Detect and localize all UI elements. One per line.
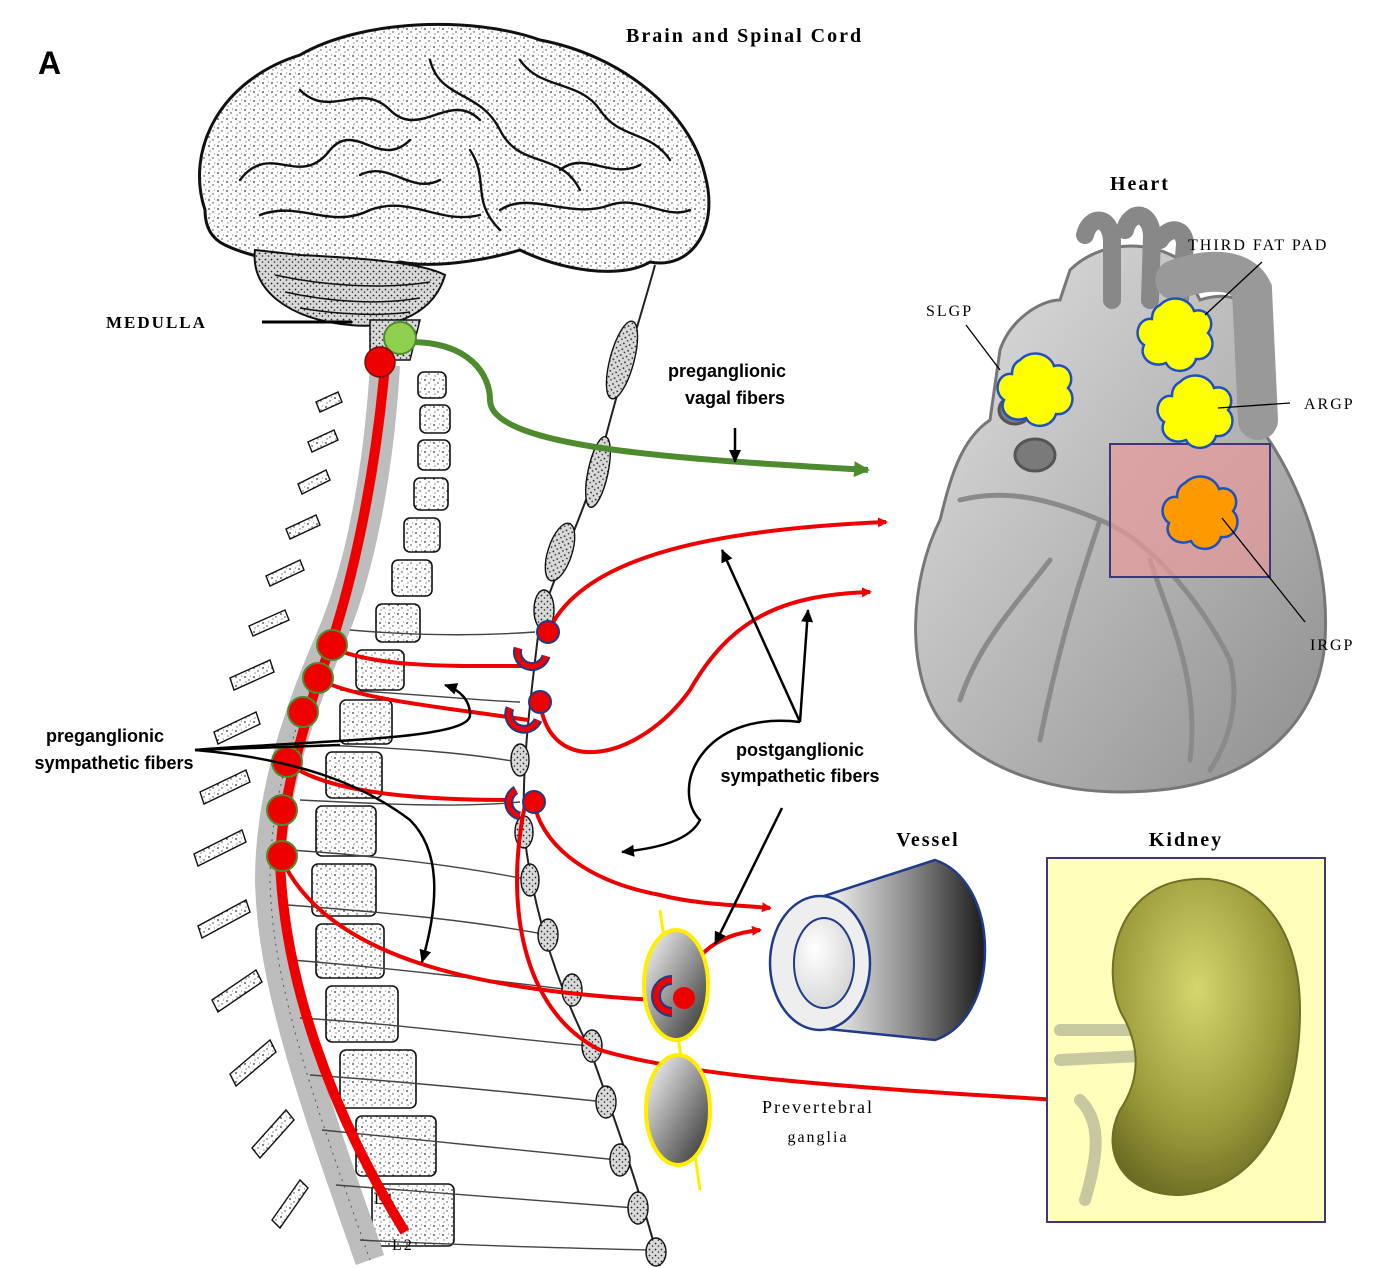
prevertebral-line1: Prevertebral xyxy=(762,1097,874,1117)
postganglionic-sympathetic-label: postganglionic sympathetic fibers xyxy=(720,740,879,786)
post-fiber-heart-2 xyxy=(540,592,870,752)
diagram-title: Brain and Spinal Cord xyxy=(626,25,863,47)
vessel-illustration xyxy=(770,860,985,1040)
post-fiber-heart-1 xyxy=(548,522,886,632)
irgp-label: IRGP xyxy=(1310,637,1354,654)
prevertebral-line2: ganglia xyxy=(787,1129,848,1146)
vertebra-label-l2: L2 xyxy=(392,1237,414,1254)
panel-label: A xyxy=(38,45,61,81)
preganglionic-sympathetic-line1: preganglionic xyxy=(46,726,164,746)
sympathetic-chain xyxy=(511,265,666,1266)
argp-label: ARGP xyxy=(1304,396,1355,413)
postganglionic-sympathetic-line1: postganglionic xyxy=(736,740,864,760)
preganglionic-vagal-line2: vagal fibers xyxy=(685,388,785,408)
medulla-label: MEDULLA xyxy=(106,313,207,332)
vagal-fiber xyxy=(410,342,868,470)
heart-illustration xyxy=(916,216,1326,792)
brain-illustration xyxy=(199,24,708,360)
postganglionic-sympathetic-line2: sympathetic fibers xyxy=(720,766,879,786)
prevertebral-ganglia xyxy=(644,910,710,1190)
prevertebral-ganglia-label: Prevertebral ganglia xyxy=(762,1097,874,1146)
heart-label: Heart xyxy=(1110,173,1170,195)
slgp-label: SLGP xyxy=(926,303,973,320)
preganglionic-vagal-line1: preganglionic xyxy=(668,361,786,381)
medulla-sympathetic-node xyxy=(365,347,395,377)
vessel-label: Vessel xyxy=(896,829,959,851)
vertebral-column: L1 L2 xyxy=(194,365,650,1260)
preganglionic-sympathetic-line2: sympathetic fibers xyxy=(34,753,193,773)
kidney-label: Kidney xyxy=(1149,829,1223,851)
post-fiber-vessel xyxy=(534,802,770,908)
preganglionic-sympathetic-label: preganglionic sympathetic fibers xyxy=(34,726,193,773)
kidney-panel xyxy=(1047,858,1325,1222)
preganglionic-vagal-label: preganglionic vagal fibers xyxy=(668,361,786,408)
third-fat-pad-label: THIRD FAT PAD xyxy=(1188,237,1328,254)
